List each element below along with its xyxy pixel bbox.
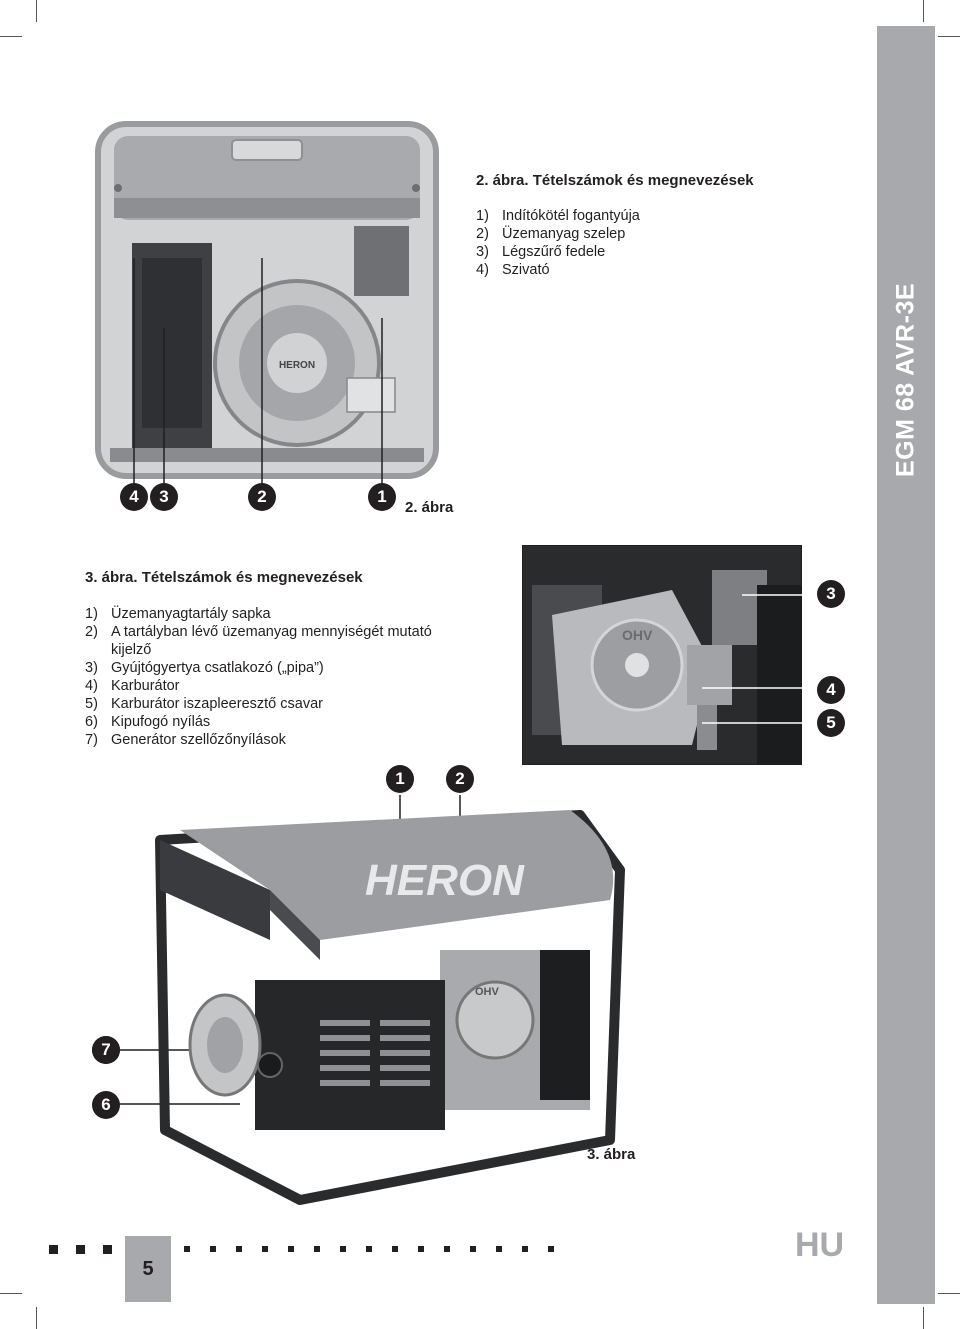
figure-2-photo: HERON	[95, 121, 439, 483]
footer-dot	[392, 1246, 398, 1252]
list-item: 4)Karburátor	[85, 678, 180, 694]
list-item: 5)Karburátor iszapleeresztő csavar	[85, 696, 323, 712]
list-item: 3)Gyújtógyertya csatlakozó („pipa”)	[85, 660, 324, 676]
crop-mark	[0, 36, 22, 37]
footer-dot	[262, 1246, 268, 1252]
footer-dot	[522, 1246, 528, 1252]
figure-3-title: 3. ábra. Tételszámok és megnevezések	[85, 569, 363, 586]
crop-mark	[923, 1307, 924, 1329]
page-number: 5	[125, 1236, 171, 1302]
figure-3-list: 1)Üzemanyagtartály sapka 2)A tartályban …	[85, 605, 445, 749]
engine-cover-text: OHV	[475, 986, 500, 998]
footer-dot	[548, 1246, 554, 1252]
crop-mark	[923, 0, 924, 22]
footer-square	[49, 1245, 58, 1254]
callout-badge: 3	[817, 580, 845, 608]
footer-dot	[236, 1246, 242, 1252]
footer-dot	[470, 1246, 476, 1252]
model-sidebar	[877, 26, 935, 1304]
list-item: 2)Üzemanyag szelep	[476, 226, 626, 242]
figure-3-detail-photo: OHV	[522, 545, 802, 765]
footer-dot	[418, 1246, 424, 1252]
list-item: 4)Szivató	[476, 262, 550, 278]
footer-square	[103, 1245, 112, 1254]
list-item: 3)Légszűrő fedele	[476, 244, 606, 260]
footer-dot	[210, 1246, 216, 1252]
crop-mark	[36, 0, 37, 22]
model-name: EGM 68 AVR-3E	[891, 282, 920, 478]
crop-mark	[36, 1307, 37, 1329]
callout-badge: 7	[92, 1036, 120, 1064]
figure-2-label: 2. ábra	[405, 499, 454, 516]
list-item: 6)Kipufogó nyílás	[85, 714, 211, 730]
figure-2-list: 1)Indítókötél fogantyúja 2)Üzemanyag sze…	[476, 207, 856, 279]
footer-dot	[340, 1246, 346, 1252]
footer-dot	[444, 1246, 450, 1252]
callout-badge: 1	[368, 483, 396, 511]
list-item: 1)Üzemanyagtartály sapka	[85, 606, 271, 622]
callout-badge: 3	[150, 483, 178, 511]
callout-badge: 1	[386, 765, 414, 793]
footer-dot	[366, 1246, 372, 1252]
callout-badge: 4	[120, 483, 148, 511]
plate-brand: HERON	[279, 360, 315, 371]
callout-badge: 2	[446, 765, 474, 793]
callout-badge: 2	[248, 483, 276, 511]
figure-2-title: 2. ábra. Tételszámok és megnevezések	[476, 172, 754, 189]
figure-3-main-photo: HERON OHV	[120, 795, 625, 1205]
crop-mark	[938, 1293, 960, 1294]
list-item: 2)A tartályban lévő üzemanyag mennyiségé…	[85, 624, 432, 658]
callout-badge: 6	[92, 1091, 120, 1119]
language-code: HU	[795, 1226, 845, 1264]
footer-dot	[314, 1246, 320, 1252]
callout-badge: 4	[817, 676, 845, 704]
engine-cover-text: OHV	[622, 627, 653, 643]
crop-mark	[0, 1293, 22, 1294]
footer-dot	[184, 1246, 190, 1252]
list-item: 7)Generátor szellőzőnyílások	[85, 732, 286, 748]
footer-square	[76, 1245, 85, 1254]
brand-logo: HERON	[365, 856, 525, 905]
list-item: 1)Indítókötél fogantyúja	[476, 208, 640, 224]
crop-mark	[938, 36, 960, 37]
footer-dot	[496, 1246, 502, 1252]
callout-badge: 5	[817, 709, 845, 737]
footer-dot	[288, 1246, 294, 1252]
figure-3-label: 3. ábra	[587, 1146, 636, 1163]
